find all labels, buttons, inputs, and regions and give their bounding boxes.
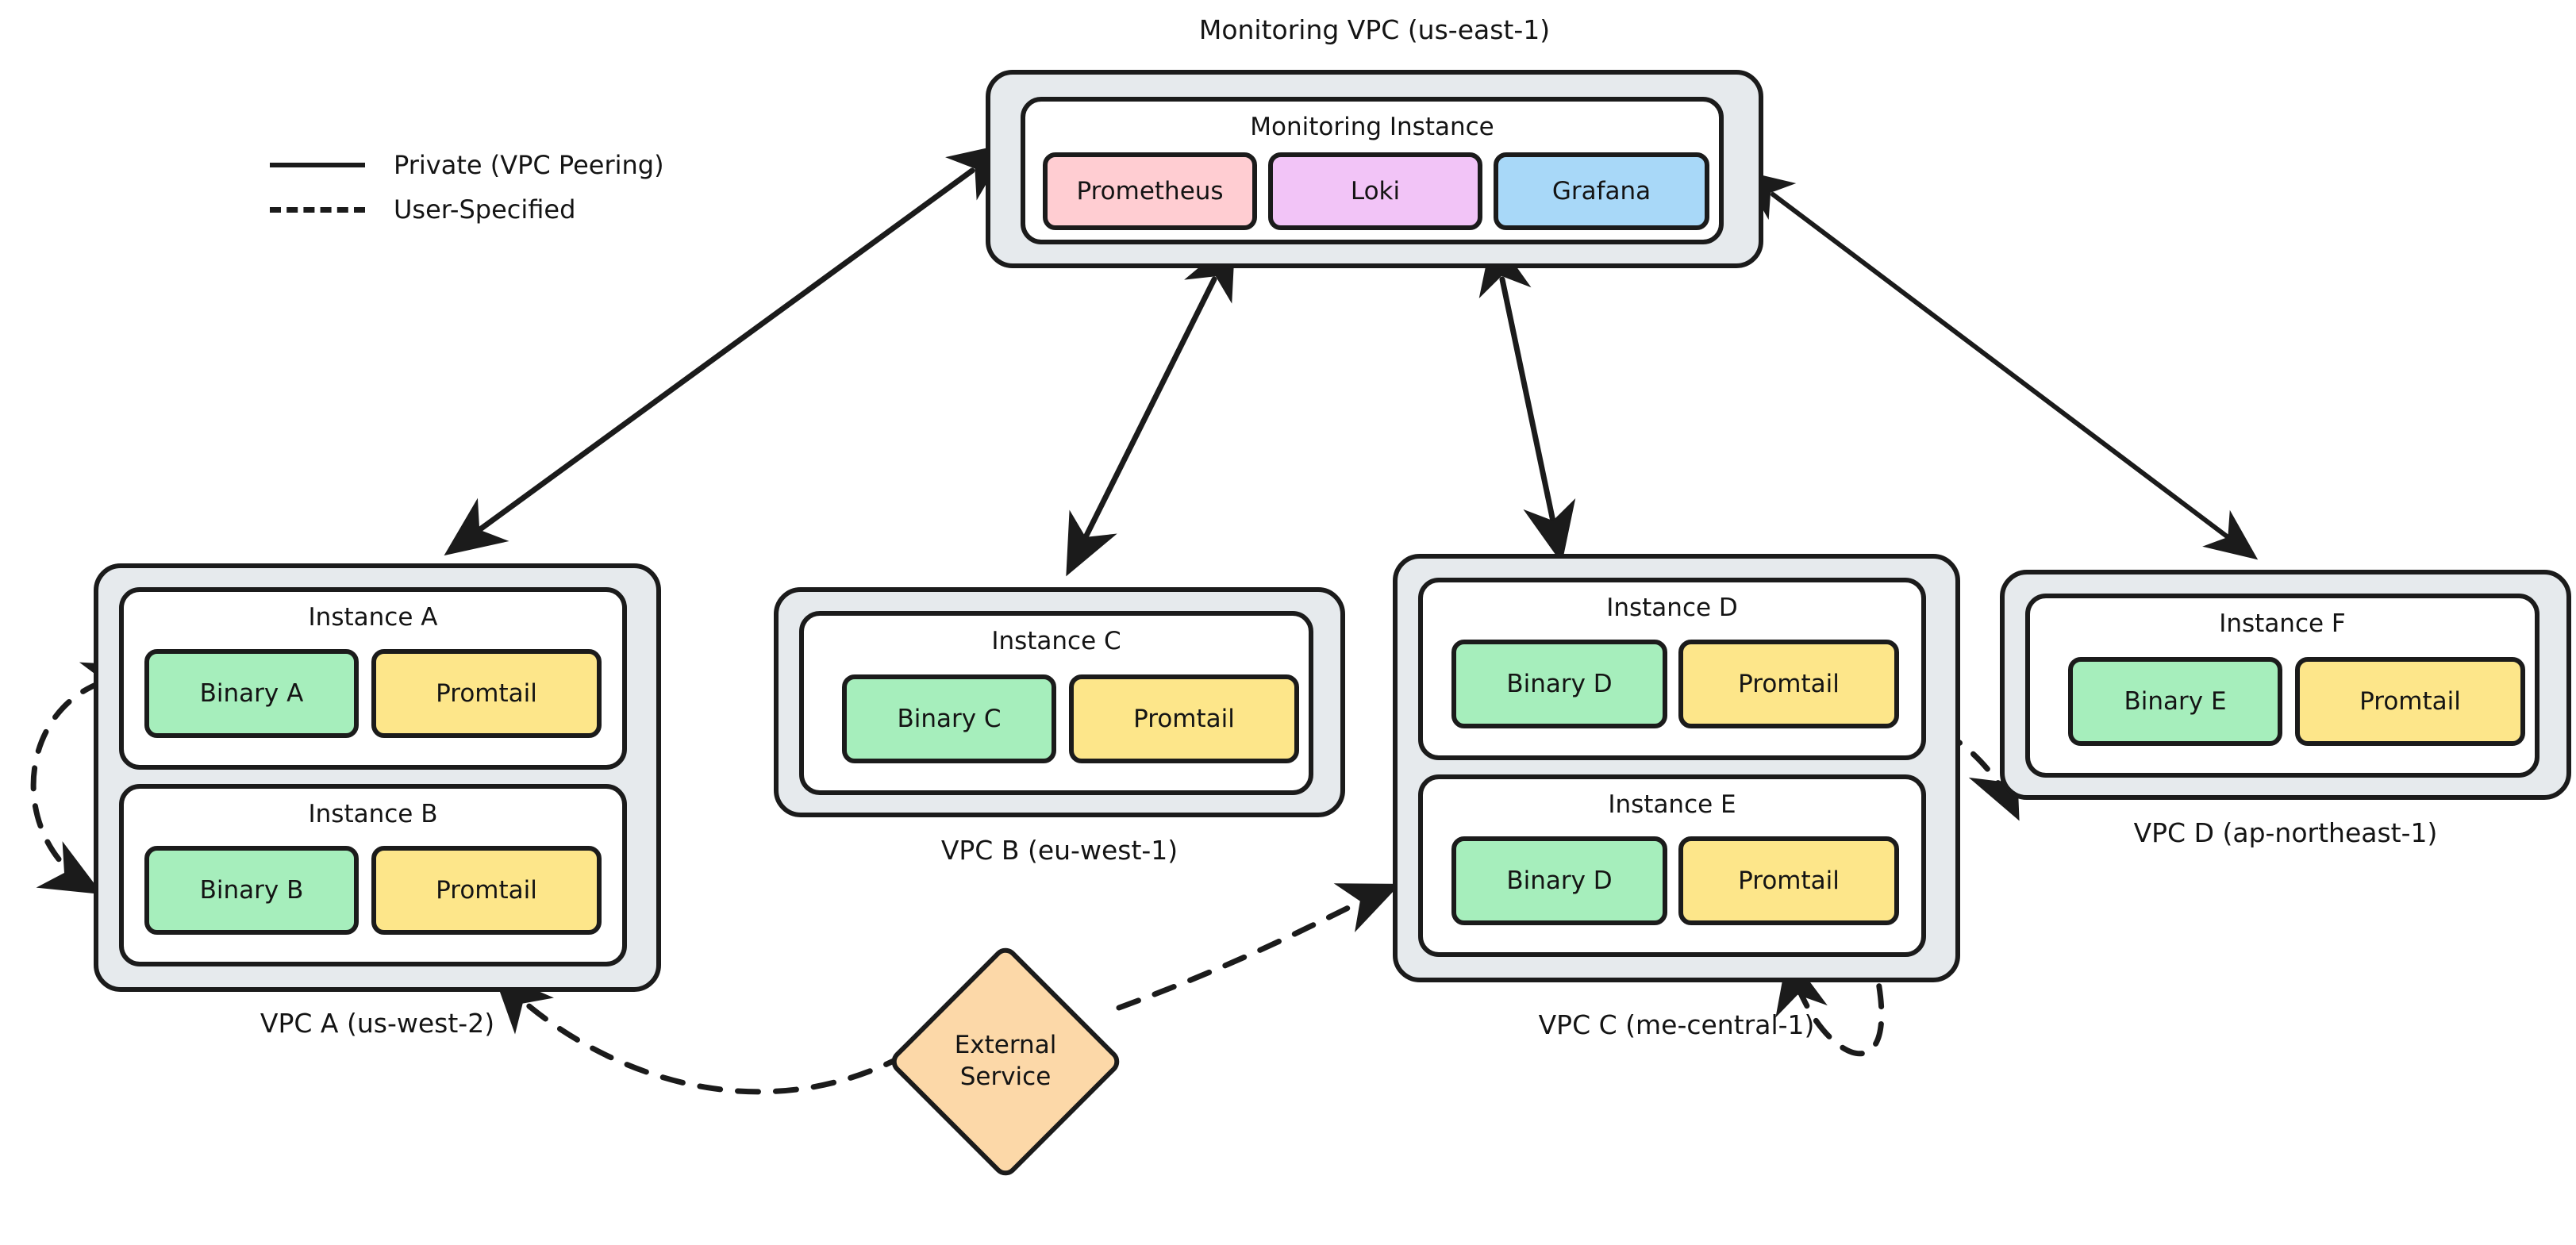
legend-label-private: Private (VPC Peering): [394, 150, 664, 180]
monitoring-instance[interactable]: Monitoring Instance Prometheus Loki Graf…: [1021, 97, 1724, 244]
service-binary-c[interactable]: Binary C: [842, 674, 1056, 763]
instance-b[interactable]: Instance B Binary B Promtail: [119, 784, 627, 966]
monitoring-instance-title: Monitoring Instance: [1250, 113, 1494, 141]
vpc-a[interactable]: Instance A Binary A Promtail Instance B …: [94, 563, 661, 992]
vpc-c[interactable]: Instance D Binary D Promtail Instance E …: [1393, 554, 1960, 982]
dashed-line-icon: [270, 206, 365, 213]
instance-f-title: Instance F: [2219, 609, 2346, 638]
external-service-line2: Service: [959, 1062, 1052, 1091]
service-binary-d[interactable]: Binary D: [1451, 640, 1667, 728]
external-service-label: External Service: [886, 943, 1125, 1181]
instance-c[interactable]: Instance C Binary C Promtail: [799, 611, 1313, 795]
service-promtail-d[interactable]: Promtail: [1678, 640, 1899, 728]
edge-monitoring-vpcd: [1740, 170, 2259, 560]
service-prometheus[interactable]: Prometheus: [1043, 152, 1257, 230]
legend-item-user-specified: User-Specified: [270, 187, 664, 232]
instance-f[interactable]: Instance F Binary E Promtail: [2025, 594, 2539, 778]
legend-label-user-specified: User-Specified: [394, 194, 576, 225]
external-service-node[interactable]: External Service: [886, 943, 1125, 1181]
external-service-line1: External: [954, 1031, 1057, 1060]
service-binary-e[interactable]: Binary D: [1451, 836, 1667, 925]
edge-instancea-instanceb: [30, 662, 146, 895]
service-promtail-e[interactable]: Promtail: [1678, 836, 1899, 925]
vpc-c-label: VPC C (me-central-1): [1538, 1009, 1815, 1040]
edge-monitoring-vpcb: [1066, 236, 1236, 577]
monitoring-vpc[interactable]: Monitoring Instance Prometheus Loki Graf…: [986, 70, 1763, 268]
instance-a-title: Instance A: [308, 603, 438, 632]
service-promtail-a[interactable]: Promtail: [371, 649, 602, 738]
instance-d[interactable]: Instance D Binary D Promtail: [1418, 578, 1926, 760]
vpc-d[interactable]: Instance F Binary E Promtail: [2000, 570, 2571, 800]
legend: Private (VPC Peering) User-Specified: [270, 143, 664, 232]
vpc-d-label: VPC D (ap-northeast-1): [2133, 817, 2438, 848]
instance-c-title: Instance C: [991, 627, 1121, 655]
instance-e[interactable]: Instance E Binary D Promtail: [1418, 774, 1926, 957]
service-promtail-f[interactable]: Promtail: [2295, 657, 2525, 746]
instance-a[interactable]: Instance A Binary A Promtail: [119, 587, 627, 770]
service-grafana[interactable]: Grafana: [1494, 152, 1709, 230]
service-binary-a[interactable]: Binary A: [144, 649, 359, 738]
solid-line-icon: [270, 163, 365, 167]
instance-b-title: Instance B: [308, 800, 438, 828]
instance-d-title: Instance D: [1606, 594, 1738, 622]
edge-monitoring-vpcc: [1478, 232, 1576, 564]
service-promtail-c[interactable]: Promtail: [1069, 674, 1299, 763]
instance-e-title: Instance E: [1608, 790, 1736, 819]
service-loki[interactable]: Loki: [1268, 152, 1482, 230]
vpc-b-label: VPC B (eu-west-1): [940, 835, 1178, 866]
monitoring-vpc-label: Monitoring VPC (us-east-1): [1198, 14, 1551, 45]
vpc-a-label: VPC A (us-west-2): [260, 1008, 495, 1039]
service-binary-f[interactable]: Binary E: [2068, 657, 2282, 746]
legend-item-private: Private (VPC Peering): [270, 143, 664, 187]
service-promtail-b[interactable]: Promtail: [371, 846, 602, 935]
vpc-b[interactable]: Instance C Binary C Promtail: [774, 587, 1345, 817]
edge-external-vpcc: [1116, 883, 1401, 1011]
service-binary-b[interactable]: Binary B: [144, 846, 359, 935]
